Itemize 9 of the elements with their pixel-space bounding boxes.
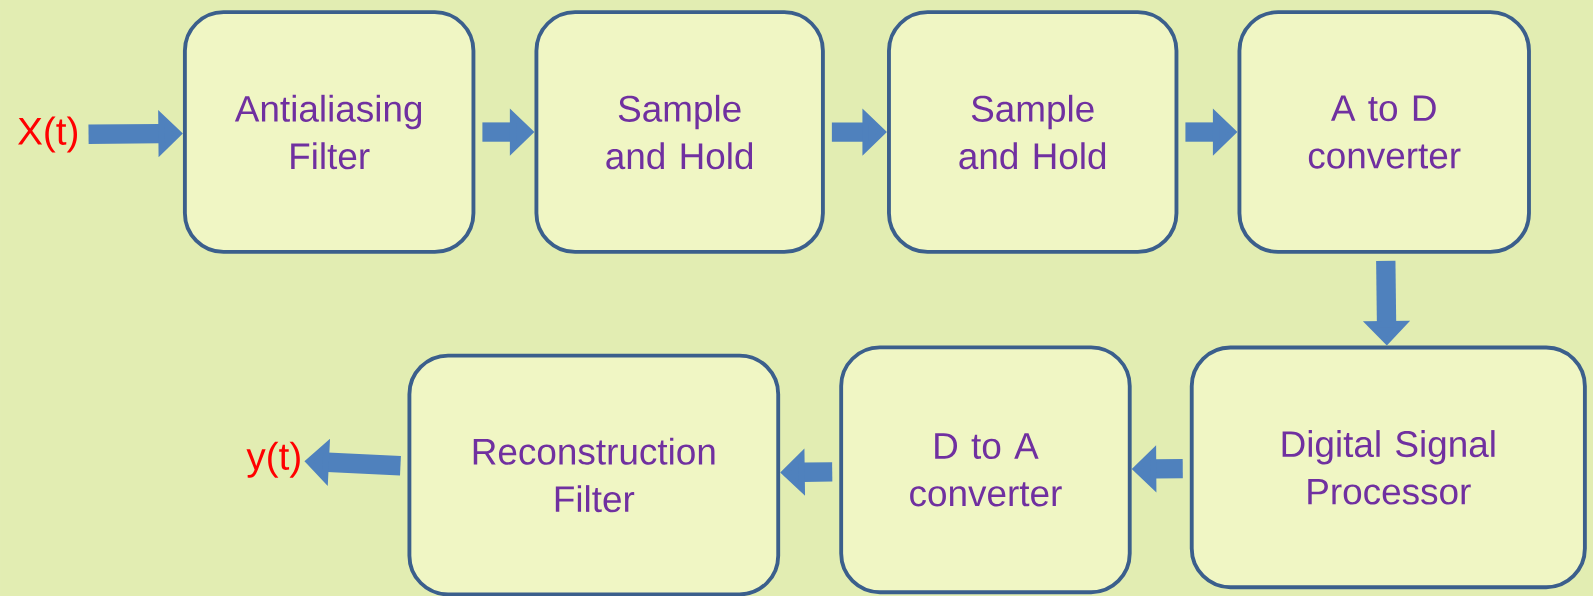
- process-box: Sample and Hold: [887, 10, 1179, 254]
- process-box: D to A converter: [839, 345, 1132, 595]
- signal-label: y(t): [246, 441, 300, 478]
- signal-label: X(t): [18, 116, 77, 153]
- process-box: Sample and Hold: [534, 10, 825, 254]
- process-box: A to D converter: [1237, 10, 1531, 254]
- process-box: Reconstruction Filter: [407, 353, 781, 596]
- process-box: Digital Signal Processor: [1189, 345, 1587, 589]
- process-box: Antialiasing Filter: [182, 10, 476, 254]
